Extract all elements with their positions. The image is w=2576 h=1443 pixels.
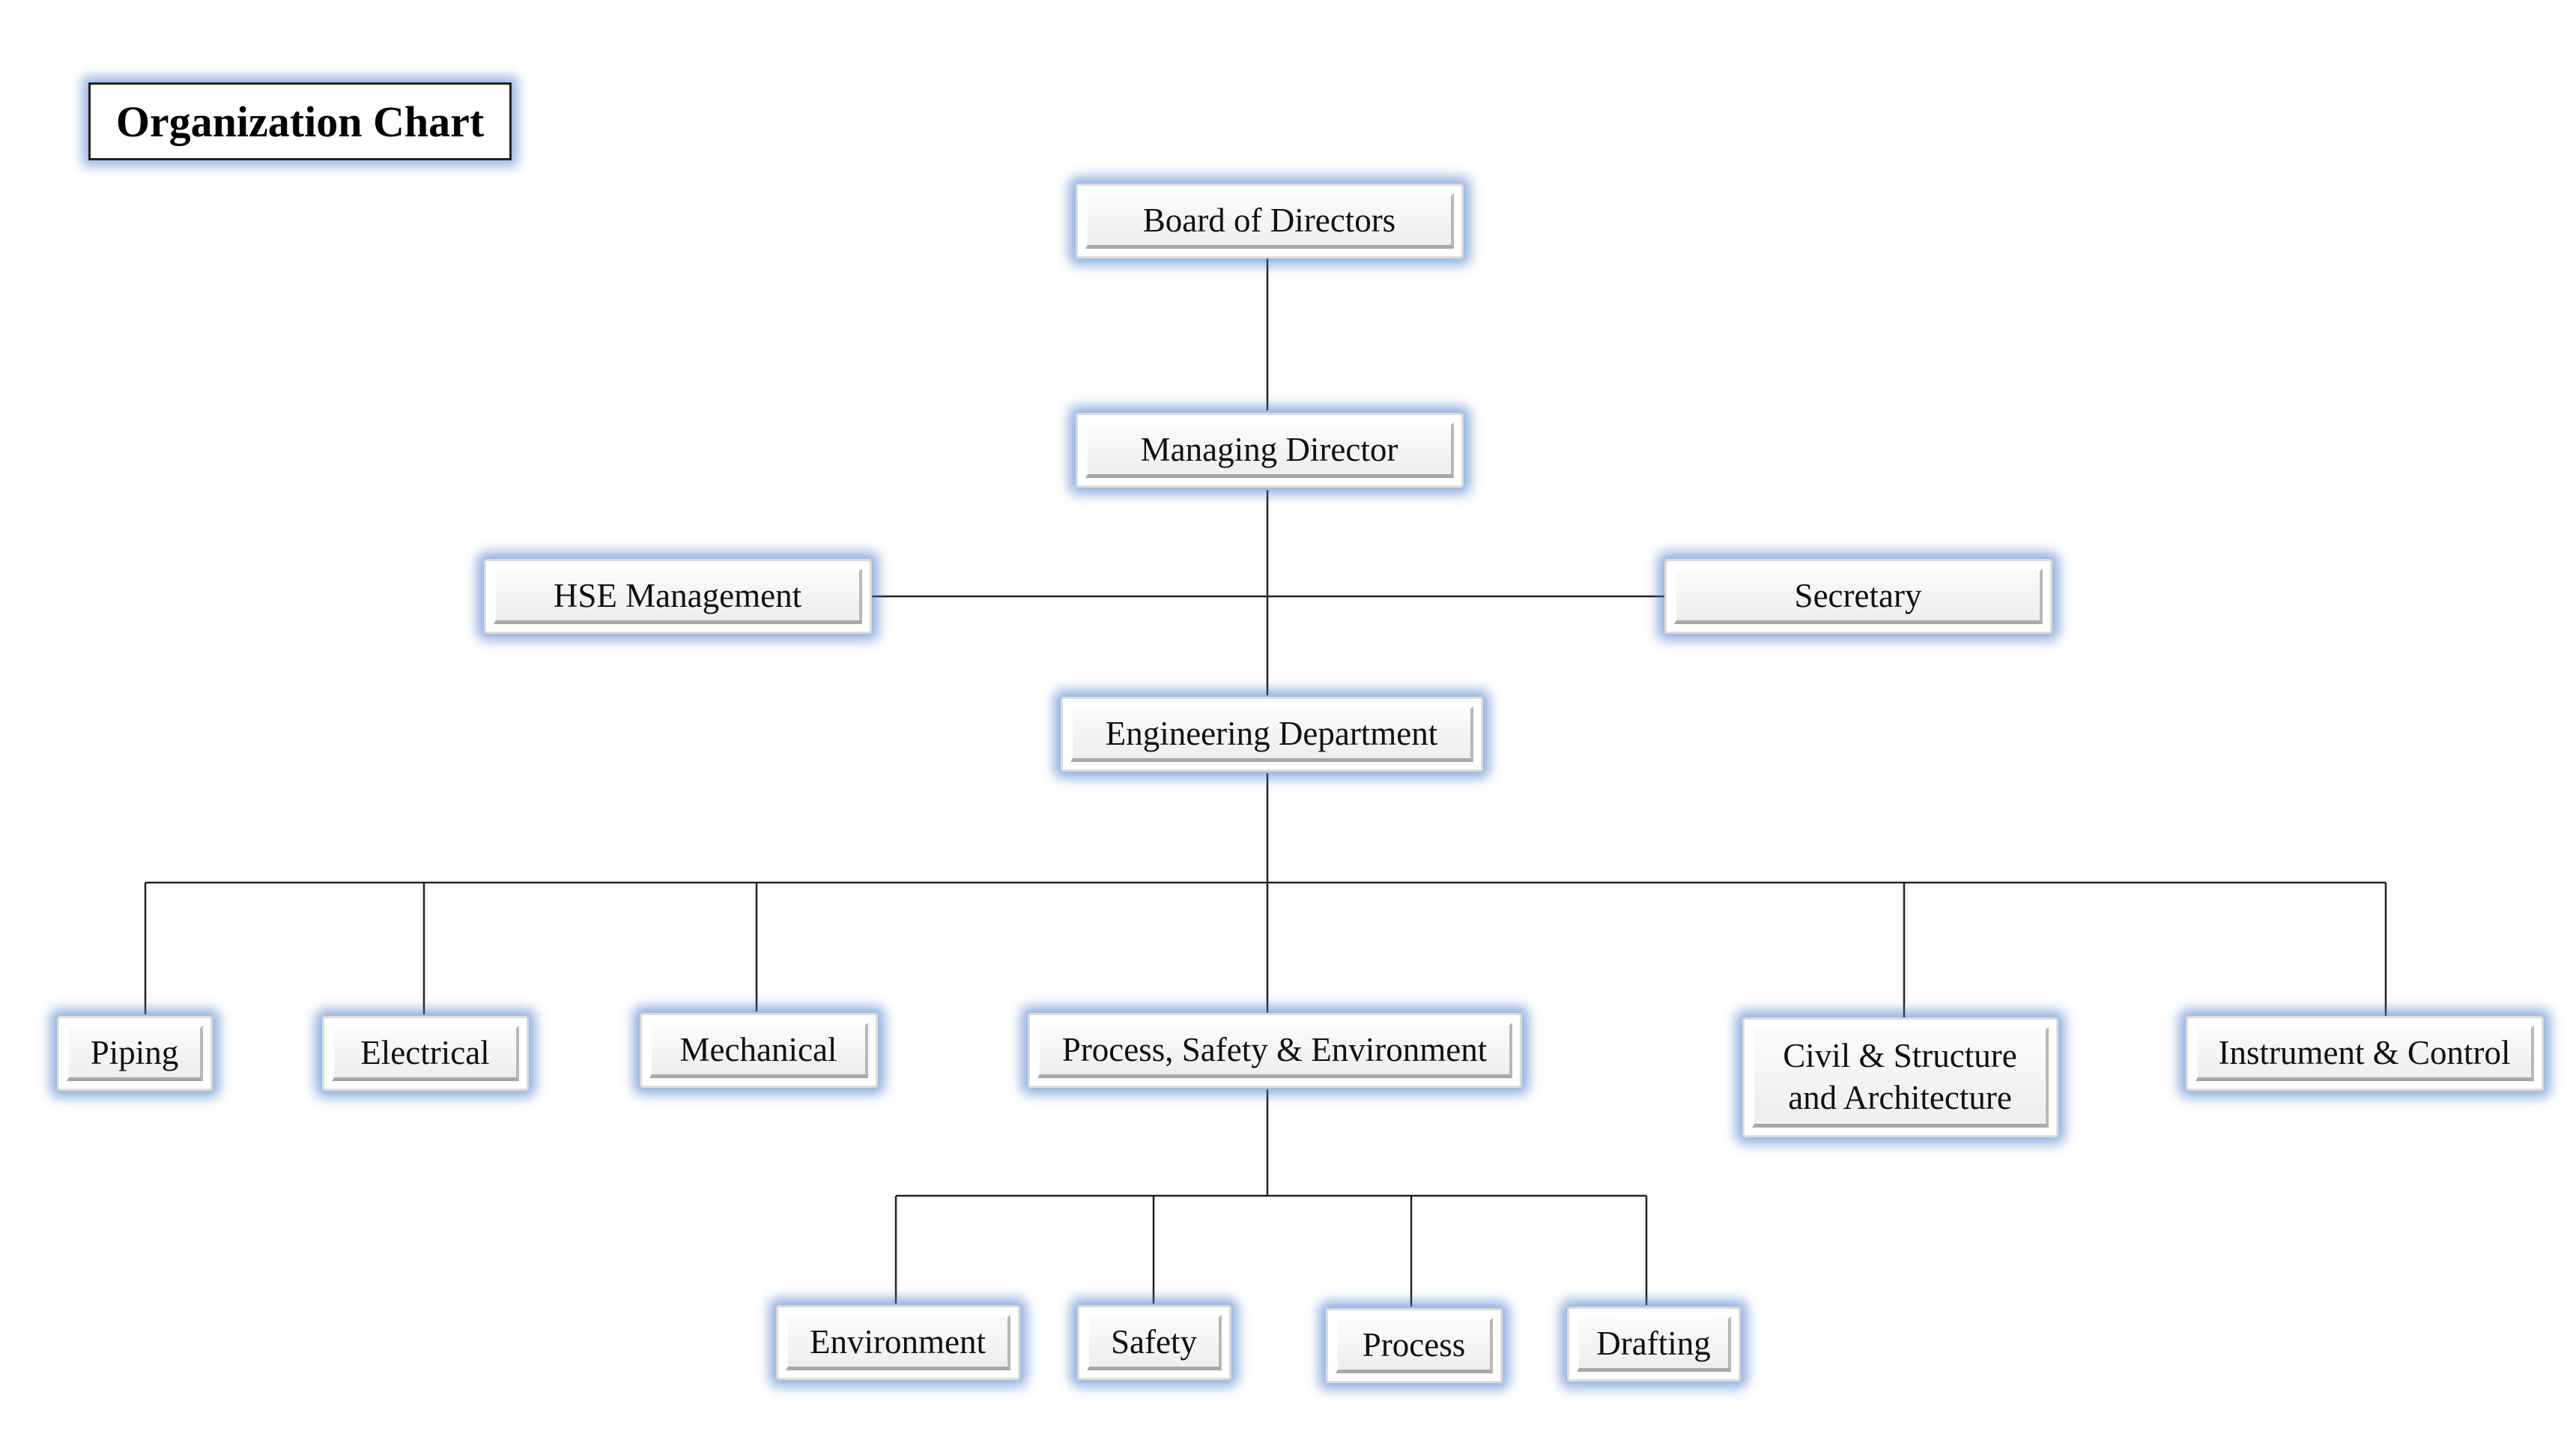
node-label: Process	[1336, 1318, 1493, 1373]
node-safety: Safety	[1077, 1305, 1231, 1380]
node-label: Instrument & Control	[2195, 1026, 2534, 1081]
node-civil-structure-architecture: Civil & Structure and Architecture	[1742, 1017, 2058, 1137]
node-secretary: Secretary	[1664, 559, 2052, 634]
node-hse-management: HSE Management	[484, 559, 872, 634]
node-label: Drafting	[1577, 1316, 1731, 1372]
node-electrical: Electrical	[322, 1016, 529, 1091]
node-mechanical: Mechanical	[640, 1013, 878, 1088]
node-label: Board of Directors	[1085, 193, 1454, 249]
node-label: Safety	[1087, 1315, 1222, 1370]
node-label: Secretary	[1674, 569, 2043, 624]
node-instrument-control: Instrument & Control	[2186, 1016, 2544, 1091]
node-process-safety-environment: Process, Safety & Environment	[1028, 1013, 1522, 1088]
node-label: HSE Management	[494, 569, 862, 624]
node-managing-director: Managing Director	[1076, 413, 1464, 488]
node-label: Civil & Structure and Architecture	[1752, 1027, 2049, 1128]
node-label: Engineering Department	[1070, 707, 1473, 762]
page-title: Organization Chart	[88, 82, 512, 160]
node-process: Process	[1326, 1308, 1503, 1383]
node-environment: Environment	[776, 1305, 1020, 1380]
node-piping: Piping	[57, 1016, 213, 1091]
node-engineering-department: Engineering Department	[1061, 697, 1483, 772]
node-label: Process, Safety & Environment	[1037, 1023, 1512, 1078]
node-label: Environment	[786, 1315, 1010, 1370]
node-label: Piping	[67, 1026, 203, 1081]
node-label: Managing Director	[1085, 423, 1454, 478]
node-label: Mechanical	[649, 1023, 868, 1078]
node-board-of-directors: Board of Directors	[1076, 184, 1464, 258]
node-drafting: Drafting	[1567, 1307, 1741, 1382]
node-label: Electrical	[332, 1026, 519, 1081]
